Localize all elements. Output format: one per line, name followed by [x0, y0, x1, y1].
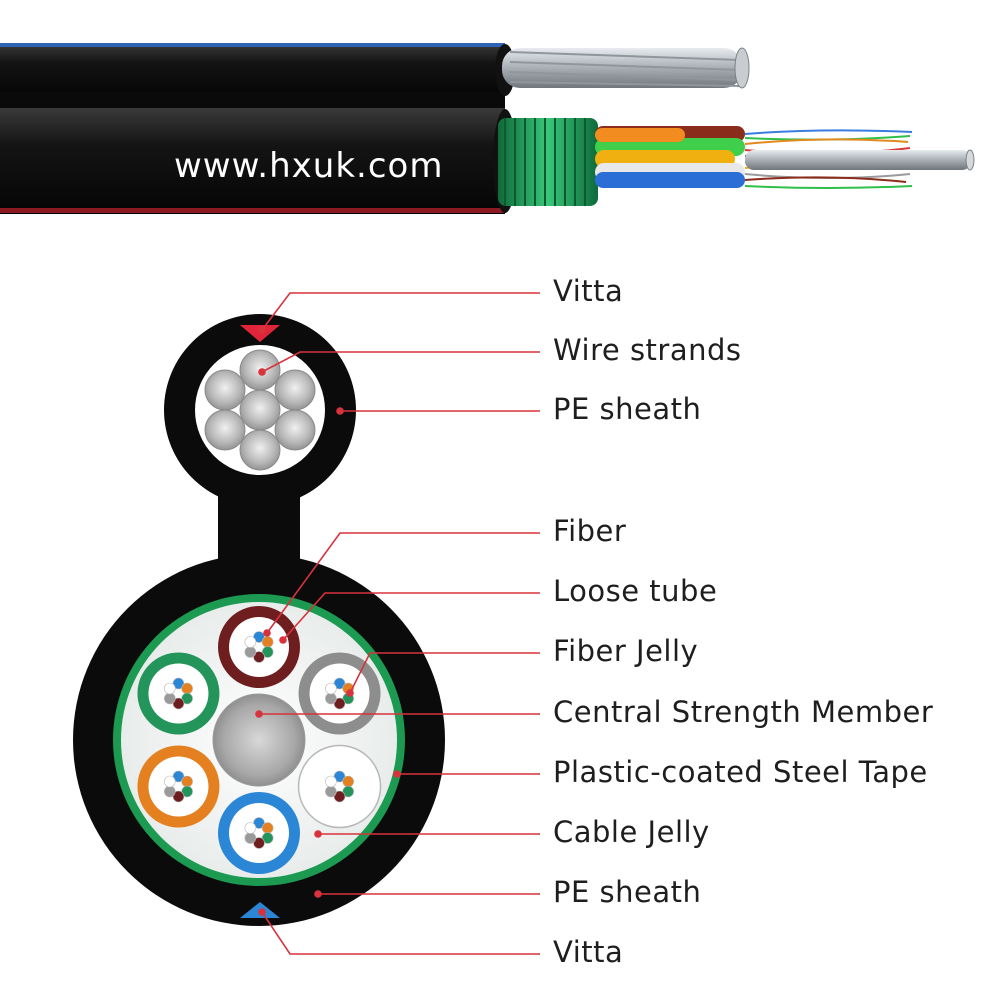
leader-dot — [258, 326, 266, 334]
watermark-url: www.hxuk.com — [174, 146, 444, 186]
fiber-dot — [172, 677, 185, 690]
fiber-dot — [163, 775, 176, 788]
label-vitta-top: Vitta — [553, 274, 624, 308]
messenger-sheath-side — [0, 44, 505, 96]
leader-wire-strands — [261, 351, 540, 373]
label-vitta-bottom: Vitta — [553, 935, 624, 969]
messenger-wire-side — [502, 47, 750, 89]
fiber-dot — [163, 692, 176, 705]
fiber-dot — [325, 692, 337, 705]
leader-dot — [258, 908, 266, 916]
label-loose-tube: Loose tube — [553, 574, 718, 608]
main-sheath-side — [0, 108, 505, 214]
fiber-dot — [333, 697, 346, 710]
tube-white — [297, 744, 382, 829]
cable-side-view — [0, 43, 975, 214]
fiber-dot — [325, 775, 337, 788]
fiber-dot — [253, 651, 265, 663]
fiber-dot — [253, 631, 265, 643]
fiber-dot — [163, 785, 176, 798]
central-strength-member-core — [212, 693, 306, 787]
fiber-dot — [172, 697, 185, 710]
steel-tape-side — [498, 118, 598, 206]
fiber-dot — [244, 832, 257, 844]
fiber-dot — [181, 775, 193, 788]
fiber-dot — [163, 682, 176, 695]
fiber-dot — [181, 692, 193, 705]
fiber-dot — [342, 775, 355, 788]
fiber-dot — [342, 785, 355, 798]
fiber-dot — [325, 785, 337, 798]
label-pe-sheath-bottom: PE sheath — [553, 875, 702, 909]
loose-tubes-side — [595, 126, 745, 188]
label-central-strength-member: Central Strength Member — [553, 695, 934, 729]
label-fiber: Fiber — [553, 514, 627, 548]
fiber-dot — [181, 785, 193, 798]
leader-dot — [255, 710, 263, 718]
tube-grey — [298, 652, 381, 735]
messenger-wire-strands — [195, 345, 325, 475]
fiber-dot — [244, 646, 257, 658]
fiber-dot — [325, 682, 337, 695]
leader-lines — [255, 292, 540, 955]
fiber-dot — [261, 822, 274, 834]
leader-dot — [346, 689, 354, 697]
fiber-dot — [333, 770, 346, 783]
leader-dot — [314, 830, 322, 838]
fiber-dot — [172, 770, 185, 783]
leader-dot — [336, 407, 344, 415]
tube-green — [137, 652, 220, 735]
loose-tubes — [137, 606, 382, 874]
fiber-dot — [261, 832, 274, 844]
leader-vitta-bottom — [261, 911, 540, 955]
fiber-dot — [181, 682, 193, 695]
leader-dot — [279, 636, 287, 644]
label-pe-sheath-top: PE sheath — [553, 392, 702, 426]
leader-dot — [263, 629, 271, 637]
leader-loose-tube — [282, 592, 540, 641]
vitta-top-marker — [240, 325, 280, 342]
tube-orange — [137, 745, 220, 828]
tube-brown — [218, 606, 300, 688]
leader-fiber-jelly — [349, 652, 540, 694]
label-cable-jelly: Cable Jelly — [553, 815, 710, 849]
leader-vitta-top — [261, 292, 540, 331]
tube-blue — [218, 792, 300, 874]
fiber-dot — [261, 646, 274, 658]
leader-dot — [314, 890, 322, 898]
fiber-dot — [333, 677, 346, 690]
fiber-dot — [253, 817, 265, 829]
fiber-dot — [244, 822, 257, 834]
fiber-dot — [253, 837, 265, 849]
fiber-dot — [261, 636, 274, 648]
central-member-side — [745, 149, 975, 171]
label-wire-strands: Wire strands — [553, 333, 742, 367]
fiber-dot — [172, 790, 185, 803]
label-plastic-coated-steel-tape: Plastic-coated Steel Tape — [553, 755, 928, 789]
fiber-dot — [333, 790, 346, 803]
leader-fiber — [266, 532, 540, 634]
leader-dot — [258, 368, 266, 376]
leader-dot — [393, 770, 401, 778]
fiber-dot — [244, 636, 257, 648]
label-fiber-jelly: Fiber Jelly — [553, 634, 699, 668]
